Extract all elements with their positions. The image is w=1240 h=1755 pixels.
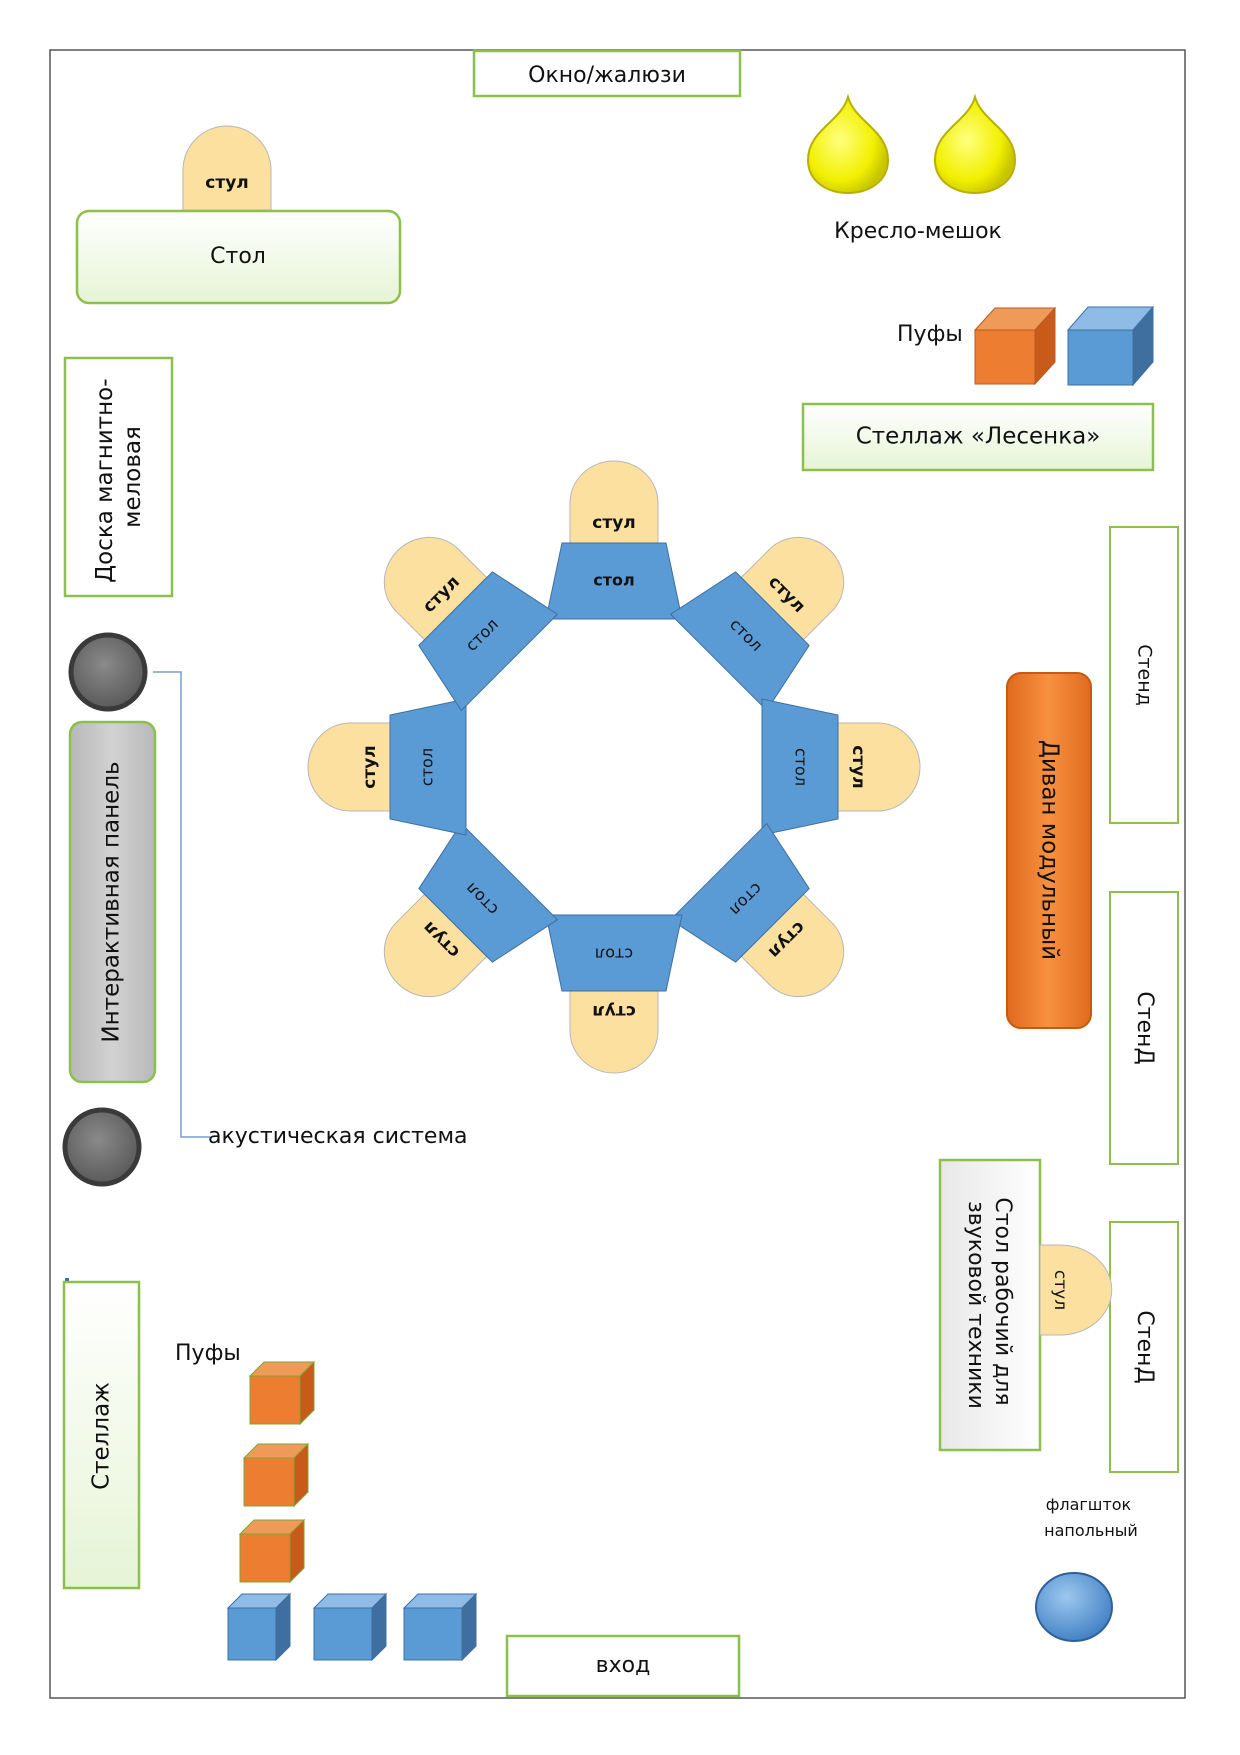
pouf	[312, 1592, 388, 1662]
flagpole-label: флагшток напольный	[1044, 1495, 1138, 1540]
stand-3-label: СтенД	[1132, 1310, 1157, 1383]
acoustic-system: акустическая система	[62, 632, 468, 1187]
student-desk-label: стол	[418, 748, 437, 786]
pouf	[242, 1442, 310, 1508]
teacher-table: стул Стол	[75, 125, 402, 305]
shelf-label: Стеллаж	[89, 1382, 115, 1490]
floor-flagpole: флагшток напольный	[1035, 1495, 1138, 1642]
student-chair	[837, 722, 921, 812]
student-desk-label: стол	[595, 945, 633, 964]
flagpole-label-line2: напольный	[1044, 1521, 1138, 1540]
poufs-bottom: Пуфы	[175, 1341, 478, 1662]
poufs-label-bottom: Пуфы	[175, 1341, 241, 1366]
student-chair-label: стул	[848, 745, 868, 788]
stand-2: СтенД	[1109, 891, 1179, 1165]
sound-desk-chair-label: стул	[1050, 1270, 1070, 1310]
poufs-label-top: Пуфы	[897, 322, 963, 347]
student-desk-group: стул стол	[761, 698, 921, 836]
entrance-label: вход	[596, 1653, 651, 1678]
acoustic-label: акустическая система	[208, 1124, 468, 1149]
student-chair	[740, 536, 845, 641]
stand-1-label: Стенд	[1134, 644, 1156, 706]
student-chair	[569, 990, 659, 1074]
entrance: вход	[505, 1634, 741, 1698]
board-label-line1: Доска магнитно-	[92, 379, 118, 583]
pouf	[226, 1592, 292, 1662]
student-desk-group: стул стол	[307, 698, 467, 836]
student-desk	[418, 571, 559, 712]
modular-sofa: Диван модульный	[1006, 672, 1092, 1029]
window-label: Окно/жалюзи	[528, 63, 686, 88]
stand-1: Стенд	[1109, 526, 1179, 824]
student-desk-label: стол	[792, 748, 811, 786]
panel-label: Интерактивная панель	[99, 761, 125, 1042]
pouf	[402, 1592, 478, 1662]
table-label: Стол	[210, 244, 266, 269]
flagpole-label-line1: флагшток	[1046, 1495, 1132, 1514]
pouf	[248, 1360, 316, 1426]
ladder-shelf: Стеллаж «Лесенка»	[801, 402, 1155, 472]
student-chair-label: стул	[360, 745, 380, 788]
student-chair	[383, 893, 488, 998]
sound-equipment-desk: Стол рабочий для звуковой техники стул	[938, 1158, 1113, 1452]
bean-bag-chairs: Кресло-мешок	[806, 93, 1017, 244]
window-blinds: Окно/жалюзи	[472, 49, 742, 98]
shelf: Стеллаж	[62, 1278, 141, 1590]
student-chair	[383, 536, 488, 641]
sound-desk-label-line2: звуковой техники	[963, 1201, 988, 1409]
sound-desk-label: Стол рабочий для звуковой техники	[963, 1197, 1015, 1412]
pouf	[238, 1518, 306, 1584]
student-chair	[307, 722, 391, 812]
bean-bag-label: Кресло-мешок	[834, 219, 1002, 244]
board-label-line2: меловая	[120, 426, 146, 528]
sofa-label: Диван модульный	[1037, 740, 1063, 960]
magnetic-chalk-board: Доска магнитно- меловая	[63, 356, 174, 598]
stand-2-label: СтенД	[1132, 991, 1157, 1064]
chair-label: стул	[205, 173, 248, 193]
student-desk-label: стол	[593, 571, 634, 590]
poufs-top: Пуфы	[897, 305, 1155, 387]
ladder-shelf-label: Стеллаж «Лесенка»	[856, 424, 1101, 450]
sound-desk-label-line1: Стол рабочий для	[990, 1197, 1015, 1405]
interactive-panel: Интерактивная панель	[68, 720, 157, 1084]
student-chair-label: стул	[592, 513, 635, 533]
stand-3: СтенД	[1109, 1221, 1179, 1473]
board-label: Доска магнитно- меловая	[92, 371, 146, 583]
student-chair	[740, 893, 845, 998]
student-chair-label: стул	[592, 1001, 635, 1021]
student-desk-group: стул стол	[545, 460, 683, 620]
student-chair	[569, 460, 659, 544]
student-desk-group: стул стол	[545, 914, 683, 1074]
